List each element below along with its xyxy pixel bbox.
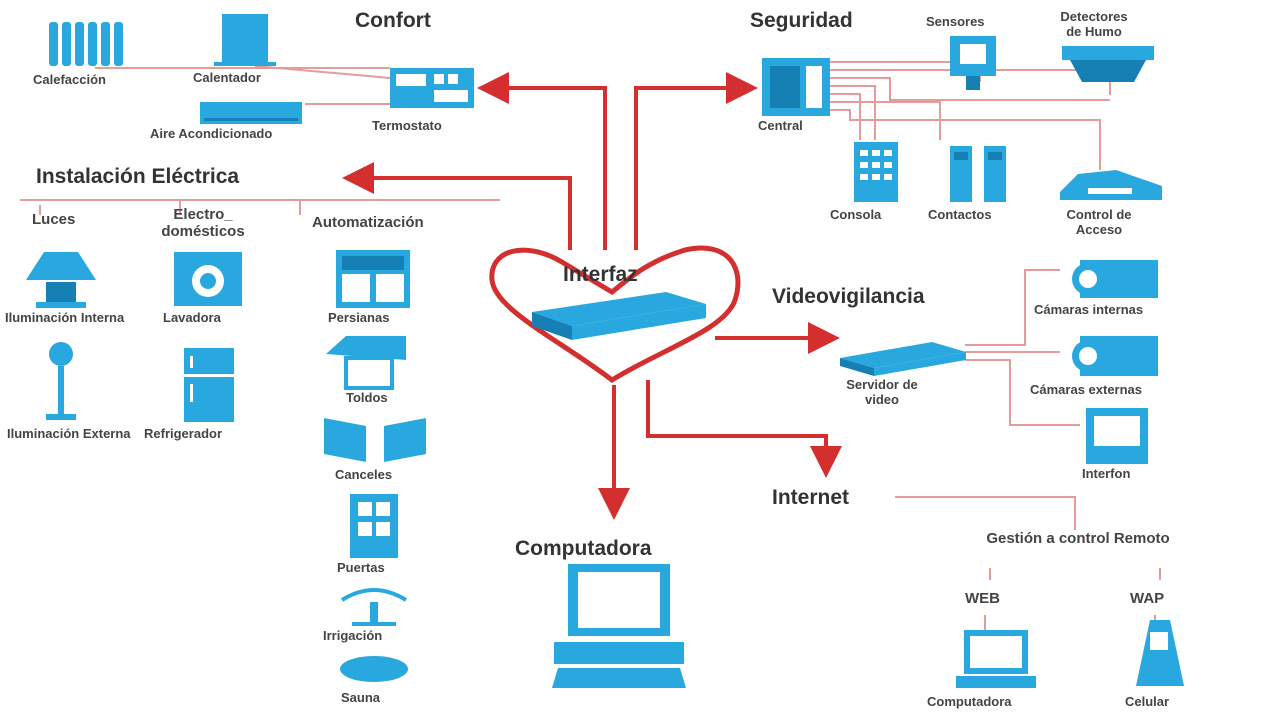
label-acceso: Control de Acceso bbox=[1066, 207, 1132, 237]
label-ilum-interna: Iluminación Interna bbox=[5, 310, 125, 325]
label-web: WEB bbox=[965, 590, 1000, 607]
label-lavadora: Lavadora bbox=[163, 310, 221, 325]
sensor-icon bbox=[950, 36, 996, 90]
refrigerator-icon bbox=[184, 348, 234, 422]
label-interfon: Interfon bbox=[1082, 466, 1131, 481]
label-calentador: Calentador bbox=[193, 70, 261, 85]
label-aire: Aire Acondicionado bbox=[150, 126, 273, 141]
outdoor-lamp-icon bbox=[46, 342, 76, 420]
label-contactos: Contactos bbox=[928, 207, 992, 222]
group-automatizacion: Automatización bbox=[312, 214, 424, 231]
blinds-icon bbox=[336, 250, 410, 308]
arrow-to-seguridad bbox=[634, 72, 758, 250]
label-central: Central bbox=[758, 118, 803, 133]
water-heater-icon bbox=[214, 14, 276, 66]
seguridad-title: Seguridad bbox=[750, 9, 853, 32]
label-persianas: Persianas bbox=[328, 310, 390, 325]
awning-icon bbox=[326, 336, 406, 390]
label-servidor: Servidor de video bbox=[846, 377, 918, 407]
smoke-detector-icon bbox=[1062, 46, 1154, 82]
cellphone-icon bbox=[1136, 620, 1184, 686]
label-termostato: Termostato bbox=[372, 118, 442, 133]
hub-title: Interfaz bbox=[563, 263, 638, 286]
gestion-remota: Gestión a control Remoto bbox=[986, 530, 1170, 547]
indoor-camera-icon bbox=[1072, 260, 1158, 298]
gates-icon bbox=[324, 418, 426, 462]
label-canceles: Canceles bbox=[335, 467, 393, 482]
door-contacts-icon bbox=[950, 146, 1006, 202]
computadora-title: Computadora bbox=[515, 537, 652, 560]
video-server-icon bbox=[840, 342, 966, 376]
desktop-computer-icon bbox=[552, 564, 686, 688]
intercom-icon bbox=[1086, 408, 1148, 464]
label-ilum-externa: Iluminación Externa bbox=[7, 426, 131, 441]
group-luces: Luces bbox=[32, 211, 76, 228]
label-puertas: Puertas bbox=[337, 560, 385, 575]
radiator-icon bbox=[49, 22, 123, 66]
label-wap: WAP bbox=[1130, 590, 1165, 607]
console-keypad-icon bbox=[854, 142, 898, 202]
sprinkler-icon bbox=[340, 588, 408, 626]
heart-outline bbox=[489, 245, 741, 384]
label-refrigerador: Refrigerador bbox=[144, 426, 223, 441]
video-title: Videovigilancia bbox=[772, 285, 925, 308]
security-panel-icon bbox=[762, 58, 830, 116]
arrow-to-electrica bbox=[342, 162, 572, 250]
confort-title: Confort bbox=[355, 9, 431, 32]
label-consola: Consola bbox=[830, 207, 882, 222]
group-electro: Electro_ domésticos bbox=[161, 206, 245, 240]
interface-device-icon[interactable] bbox=[530, 286, 710, 342]
internet-title: Internet bbox=[772, 486, 850, 509]
laptop-computer-icon bbox=[956, 630, 1036, 688]
label-camaras-externas: Cámaras externas bbox=[1030, 382, 1143, 397]
label-detectores: Detectores de Humo bbox=[1060, 9, 1128, 39]
air-conditioner-icon bbox=[200, 102, 302, 124]
label-celular: Celular bbox=[1125, 694, 1170, 709]
label-toldos: Toldos bbox=[346, 390, 388, 405]
arrow-to-internet bbox=[646, 380, 842, 478]
label-sauna: Sauna bbox=[341, 690, 381, 705]
thermostat-icon bbox=[390, 68, 474, 108]
door-icon bbox=[350, 494, 398, 558]
label-irrigacion: Irrigación bbox=[323, 628, 383, 643]
label-sensores: Sensores bbox=[926, 14, 985, 29]
label-calefaccion: Calefacción bbox=[33, 72, 106, 87]
sauna-icon bbox=[340, 656, 408, 682]
label-camaras-internas: Cámaras internas bbox=[1034, 302, 1144, 317]
access-control-icon bbox=[1060, 170, 1162, 200]
washing-machine-icon bbox=[174, 252, 242, 306]
outdoor-camera-icon bbox=[1072, 336, 1158, 376]
label-web-computadora: Computadora bbox=[927, 694, 1012, 709]
electrica-title: Instalación Eléctrica bbox=[36, 165, 240, 188]
arrow-to-confort bbox=[477, 72, 607, 250]
indoor-lamp-icon bbox=[26, 252, 96, 308]
